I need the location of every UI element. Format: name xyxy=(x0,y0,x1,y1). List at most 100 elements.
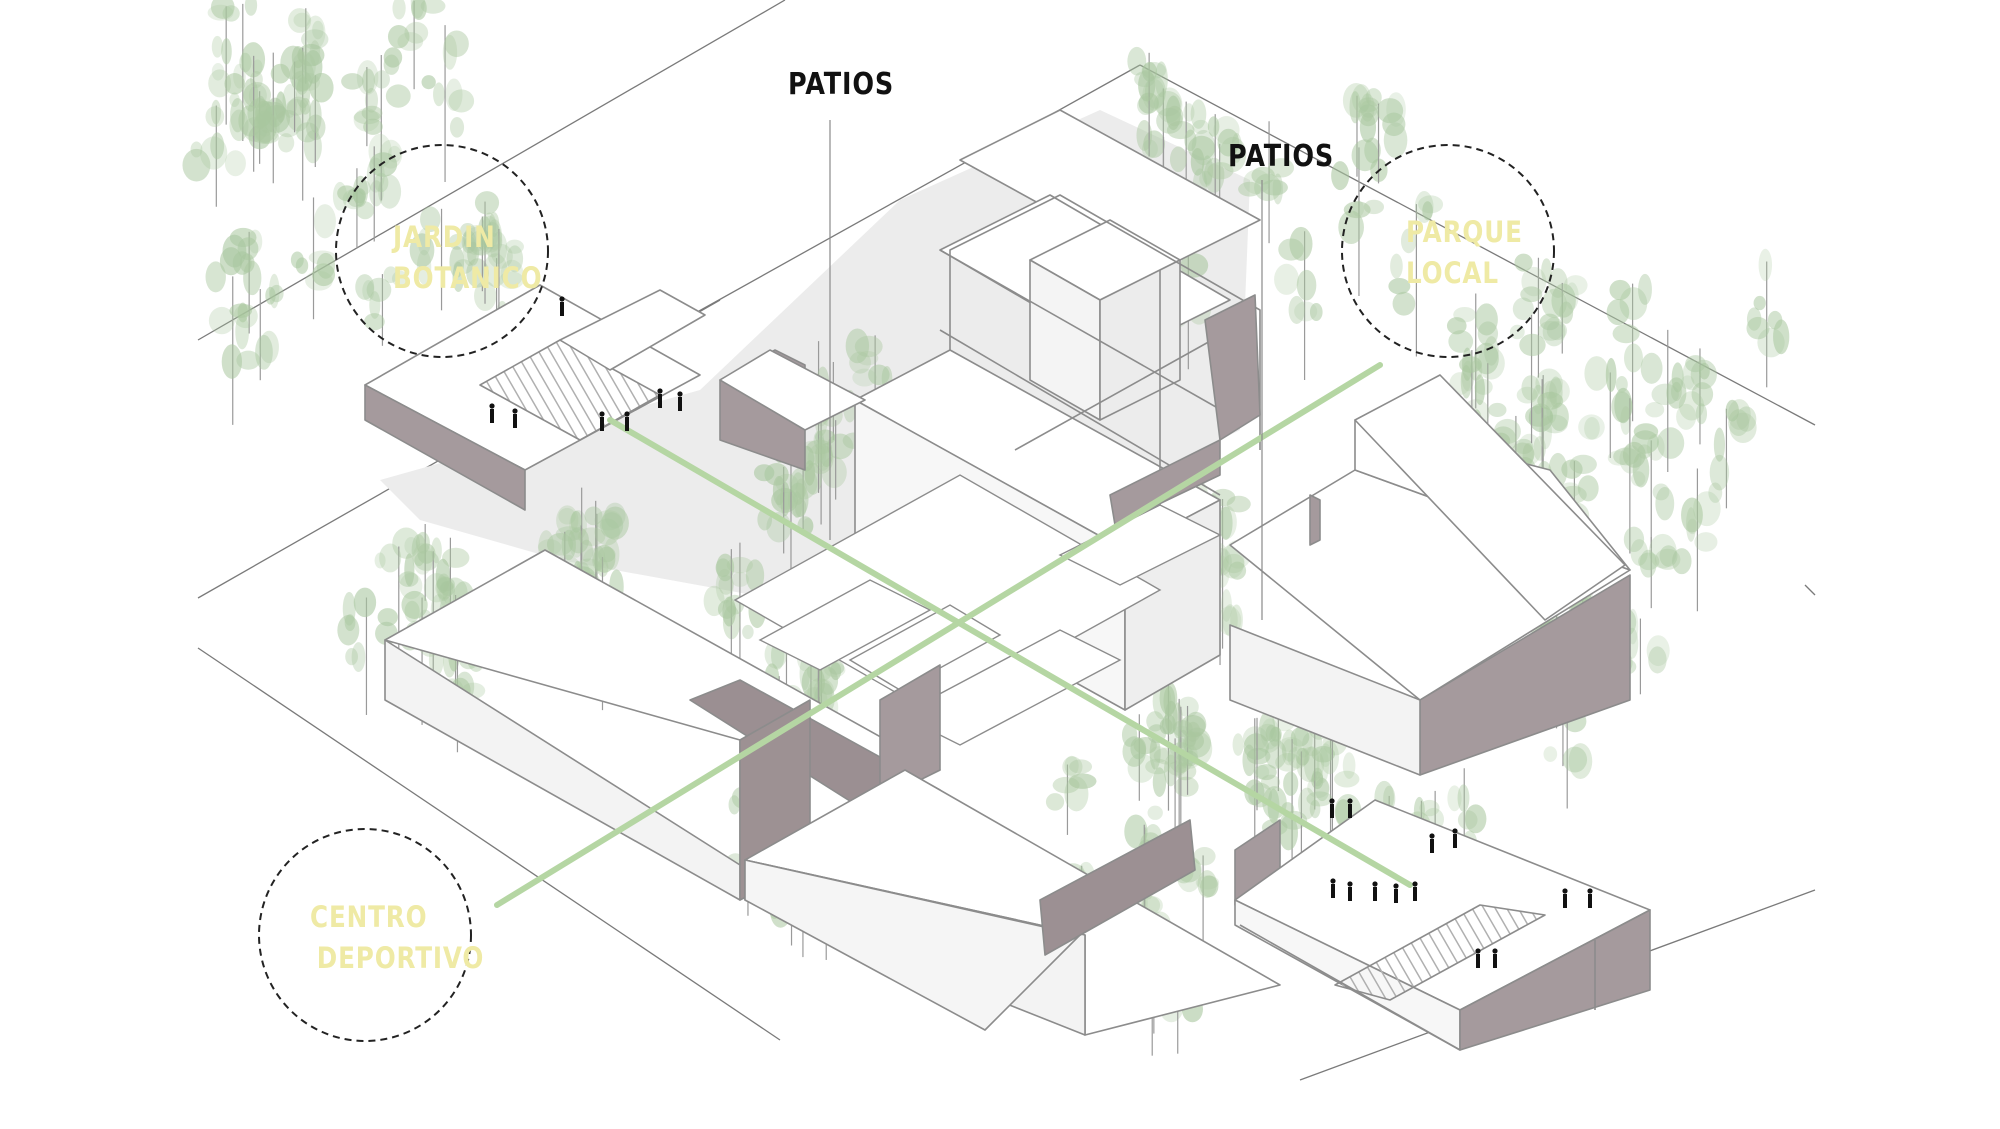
tree-leaf xyxy=(1069,759,1093,774)
tree-leaf xyxy=(1260,718,1280,750)
zone-jardin-line1: JARDIN xyxy=(393,220,496,254)
tree-leaf xyxy=(312,20,324,40)
tree-leaf xyxy=(433,82,445,107)
tree-leaf xyxy=(795,478,807,499)
person-body xyxy=(1453,834,1457,848)
tree-leaf xyxy=(1154,61,1168,98)
tree-leaf xyxy=(1343,201,1371,219)
tree-leaf xyxy=(362,68,375,94)
person-head xyxy=(1372,881,1378,887)
zone-label-jardin-botanico: JARDIN BOTANICO xyxy=(393,217,542,299)
tree-leaf xyxy=(291,51,316,83)
tree-leaf xyxy=(1270,726,1282,742)
tree-leaf xyxy=(1145,758,1171,775)
tree-leaf xyxy=(1514,253,1533,272)
person-head xyxy=(1587,888,1593,894)
tree-leaf xyxy=(1631,471,1646,487)
tree-leaf xyxy=(1334,770,1360,788)
tree-leaf xyxy=(745,559,765,592)
tree-leaf xyxy=(1331,161,1350,191)
tree-leaf xyxy=(1290,727,1310,747)
person-head xyxy=(1347,798,1353,804)
tree-leaf xyxy=(1736,406,1757,432)
tree-leaf xyxy=(303,49,323,84)
tree-leaf xyxy=(278,133,295,153)
tree-leaf xyxy=(1612,323,1640,344)
tree-leaf xyxy=(1709,454,1730,491)
tree-leaf xyxy=(1309,302,1323,322)
tree-leaf xyxy=(1637,444,1652,459)
central-plaza xyxy=(733,474,1222,746)
tree-leaf xyxy=(731,572,749,587)
tree-leaf xyxy=(1578,414,1605,440)
tree-leaf xyxy=(1678,391,1705,421)
tree-leaf xyxy=(802,517,814,534)
tree-leaf xyxy=(500,259,524,287)
tree-leaf xyxy=(558,507,576,525)
tree-leaf xyxy=(795,498,807,518)
tree-leaf xyxy=(1521,266,1547,297)
tree-leaf xyxy=(1521,375,1541,401)
tree-leaf xyxy=(1351,139,1379,172)
tree-leaf xyxy=(1220,589,1232,622)
tree-leaf xyxy=(374,172,389,193)
tree-leaf xyxy=(1265,739,1287,769)
person-head xyxy=(512,408,518,414)
tree-leaf xyxy=(1274,263,1299,295)
zone-parque-line1: PARQUE xyxy=(1406,215,1523,249)
person-head xyxy=(1475,948,1481,954)
tree-leaf xyxy=(1615,375,1628,393)
tree-leaf xyxy=(1682,359,1702,391)
tree-leaf xyxy=(1758,248,1773,282)
tree-leaf xyxy=(578,527,606,546)
tree-leaf xyxy=(248,229,263,254)
tree-leaf xyxy=(813,430,825,449)
tree-leaf xyxy=(1064,776,1089,812)
tree-leaf xyxy=(1134,71,1156,88)
tree-leaf xyxy=(813,679,834,703)
tree-leaf xyxy=(1474,374,1485,406)
tree-leaf xyxy=(1283,771,1299,796)
tree-leaf xyxy=(1539,415,1552,450)
tree-leaf xyxy=(1488,402,1507,418)
tree-leaf xyxy=(600,512,624,539)
tree-leaf xyxy=(1121,722,1138,747)
tree-leaf xyxy=(410,0,425,19)
tree-leaf xyxy=(1577,475,1599,502)
tree-leaf xyxy=(584,506,603,526)
south-block xyxy=(744,769,1281,1036)
tree-leaf xyxy=(1584,356,1609,391)
tree-leaf xyxy=(1138,69,1156,102)
tree-leaf xyxy=(247,98,272,129)
tree-leaf xyxy=(594,518,620,546)
tree-leaf xyxy=(1147,805,1163,820)
tree-leaf xyxy=(270,63,290,84)
tree-leaf xyxy=(868,364,890,386)
tree-leaf xyxy=(1315,777,1330,802)
tree-leaf xyxy=(222,234,247,268)
tree-leaf xyxy=(1746,316,1770,340)
person-head xyxy=(559,296,565,302)
tree-leaf xyxy=(1514,438,1534,455)
centro-deportivo-circle xyxy=(258,828,472,1042)
tree-leaf xyxy=(383,54,400,75)
tree-leaf xyxy=(342,591,356,626)
tree-leaf xyxy=(1623,343,1643,373)
tree-leaf xyxy=(221,38,232,65)
tree-leaf xyxy=(1569,454,1597,474)
tree-leaf xyxy=(255,334,273,370)
tree-leaf xyxy=(1645,402,1665,418)
tree-leaf xyxy=(221,344,243,379)
tree-leaf xyxy=(305,15,326,50)
tree-leaf xyxy=(259,330,279,364)
tree-leaf xyxy=(358,180,371,195)
tree-leaf xyxy=(341,73,364,90)
tree-leaf xyxy=(250,70,263,89)
tree-leaf xyxy=(601,506,629,540)
tree-leaf xyxy=(1695,403,1708,425)
tree-leaf xyxy=(342,189,365,210)
person-head xyxy=(1452,828,1458,834)
tree-leaf xyxy=(238,105,263,137)
tree-leaf xyxy=(466,258,489,288)
